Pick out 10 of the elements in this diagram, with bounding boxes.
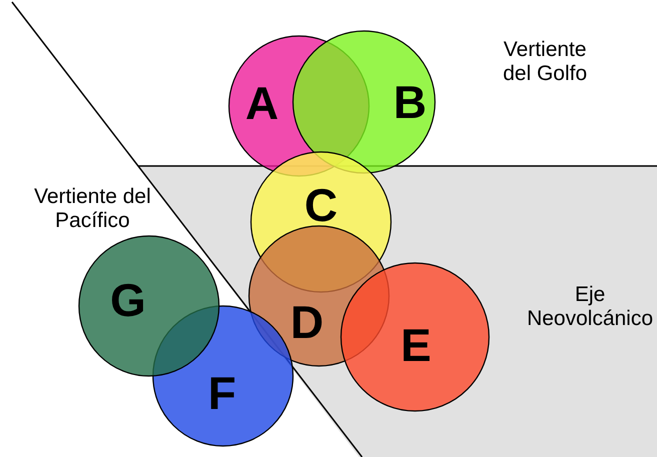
region-label: Eje Neovolcánico (526, 283, 654, 332)
set-letter: F (208, 370, 236, 416)
set-letter: C (304, 182, 338, 228)
region-label: Vertiente del Golfo (502, 38, 588, 86)
set-letter: D (290, 299, 324, 345)
set-letter: E (400, 322, 432, 368)
set-letter: B (393, 79, 427, 125)
set-letter: G (110, 277, 146, 323)
region-label: Vertiente del Pacífico (33, 185, 152, 234)
set-letter: A (245, 80, 279, 126)
